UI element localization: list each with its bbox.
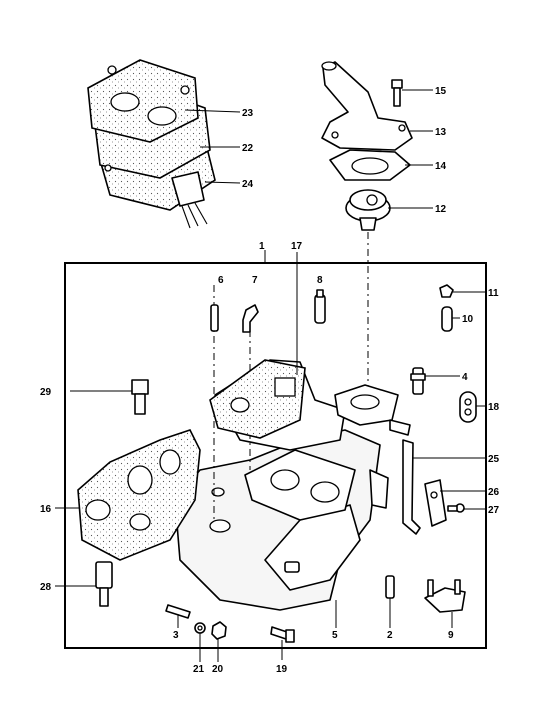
callout-2: 2 [387, 630, 393, 641]
heater-pipe-1 [369, 469, 389, 509]
callout-15: 15 [435, 86, 447, 97]
intake-manifold-body [174, 285, 411, 611]
bracket-26 [424, 479, 447, 527]
callout-18: 18 [488, 402, 500, 413]
nut-20 [211, 621, 227, 640]
callout-20: 20 [212, 664, 224, 675]
gasket-18 [459, 391, 477, 423]
callout-10: 10 [462, 314, 474, 325]
callout-13: 13 [435, 127, 447, 138]
water-outlet-group [321, 61, 413, 390]
assembly-frame [64, 262, 487, 649]
bolt-27 [447, 503, 465, 513]
insulator-sensor-block [171, 171, 205, 207]
sensor-4 [410, 367, 426, 395]
callout-11: 11 [488, 288, 499, 299]
callout-3: 3 [173, 630, 179, 641]
leader-lines [55, 89, 485, 662]
callout-16: 16 [40, 504, 52, 515]
callout-9: 9 [448, 630, 454, 641]
sensor-2 [385, 575, 395, 599]
cap-11 [439, 284, 454, 298]
callout-29: 29 [40, 387, 52, 398]
callout-5: 5 [332, 630, 338, 641]
manifold-gasket-16 [77, 429, 201, 561]
callout-25: 25 [488, 454, 500, 465]
callout-17: 17 [291, 241, 303, 252]
thermostat-12 [345, 189, 391, 231]
callout-19: 19 [276, 664, 288, 675]
hose-7 [242, 304, 259, 333]
water-outlet-13 [321, 61, 413, 151]
callout-1: 1 [259, 241, 265, 252]
sensor-29 [131, 379, 149, 415]
switch-28 [95, 561, 113, 607]
callout-23: 23 [242, 108, 254, 119]
bolt-19 [270, 626, 295, 643]
washer-21 [194, 622, 206, 634]
callout-24: 24 [242, 179, 254, 190]
callout-26: 26 [488, 487, 500, 498]
stud-6 [210, 304, 219, 332]
outlet-bolt-15 [391, 79, 403, 107]
heater-pipe-2 [389, 419, 411, 436]
callout-21: 21 [193, 664, 205, 675]
callout-8: 8 [317, 275, 323, 286]
callout-12: 12 [435, 204, 447, 215]
callout-7: 7 [252, 275, 258, 286]
callout-14: 14 [435, 161, 447, 172]
stud-3 [165, 604, 191, 619]
callout-27: 27 [488, 505, 500, 516]
carburetor-gasket-stack [87, 59, 216, 229]
callout-6: 6 [218, 275, 224, 286]
bracket-25 [402, 439, 421, 535]
callout-4: 4 [462, 372, 468, 383]
callout-28: 28 [40, 582, 52, 593]
nipple-8 [314, 289, 326, 324]
hose-10 [441, 306, 453, 332]
callout-22: 22 [242, 143, 254, 154]
vacuum-switch-9 [424, 579, 466, 613]
